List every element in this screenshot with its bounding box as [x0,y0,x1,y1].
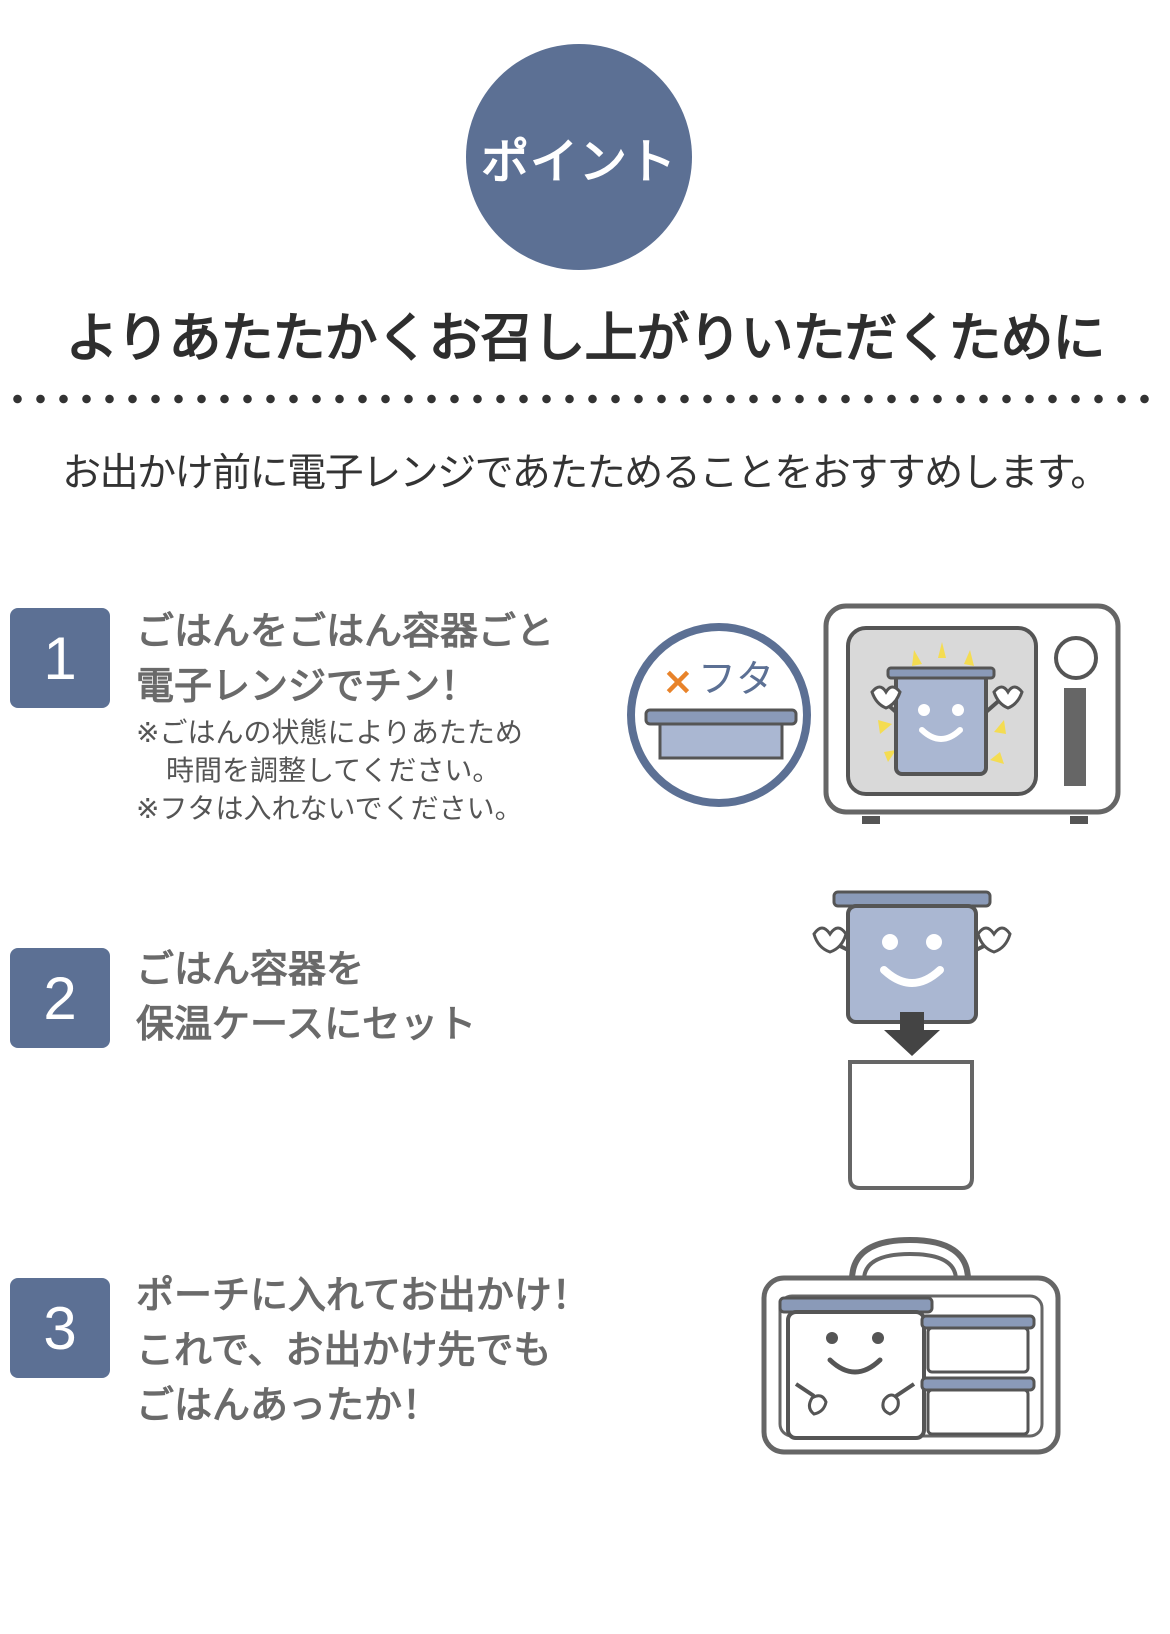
no-lid-mark: × [662,659,694,703]
step-1-note-2: 時間を調整してください。 [166,754,501,787]
lunch-pouch-icon [761,1236,1061,1455]
step-2-line-1: ごはん容器を [136,947,365,991]
headline: よりあたたかくお召し上がりいただくために [65,308,1106,369]
dotted-divider [6,392,1156,406]
microwave-icon [823,603,1121,824]
step-1-note-1: ※ごはんの状態によりあたため [136,716,523,749]
step-2-number: 2 [10,948,110,1048]
no-lid-callout-icon: × フタ [627,623,811,807]
step-1-text: ごはんをごはん容器ごと 電子レンジでチン！ [136,604,554,714]
subline: お出かけ前に電子レンジであたためることをおすすめします。 [62,451,1109,496]
step-2-line-2: 保温ケースにセット [136,1002,477,1046]
step-1-line-1: ごはんをごはん容器ごと [136,609,555,653]
lid-label: フタ [698,657,774,701]
step-1-line-2: 電子レンジでチン！ [136,664,479,708]
container-into-case-icon [812,890,1012,1190]
step-3-line-1: ポーチに入れてお出かけ！ [136,1273,590,1317]
step-1-note-3: ※フタは入れないでください。 [136,792,523,825]
step-2-text: ごはん容器を 保温ケースにセット [136,942,476,1052]
point-badge: ポイント [466,44,692,270]
step-1-number: 1 [10,608,110,708]
step-3-number: 3 [10,1278,110,1378]
step-3-line-3: ごはんあったか！ [136,1383,441,1427]
step-3-line-2: これで、お出かけ先でも [136,1328,552,1372]
step-1-notes: ※ごはんの状態によりあたため 時間を調整してください。 ※フタは入れないでくださ… [136,714,523,828]
point-badge-label: ポイント [480,134,677,190]
step-3-text: ポーチに入れてお出かけ！ これで、お出かけ先でも ごはんあったか！ [136,1268,590,1433]
